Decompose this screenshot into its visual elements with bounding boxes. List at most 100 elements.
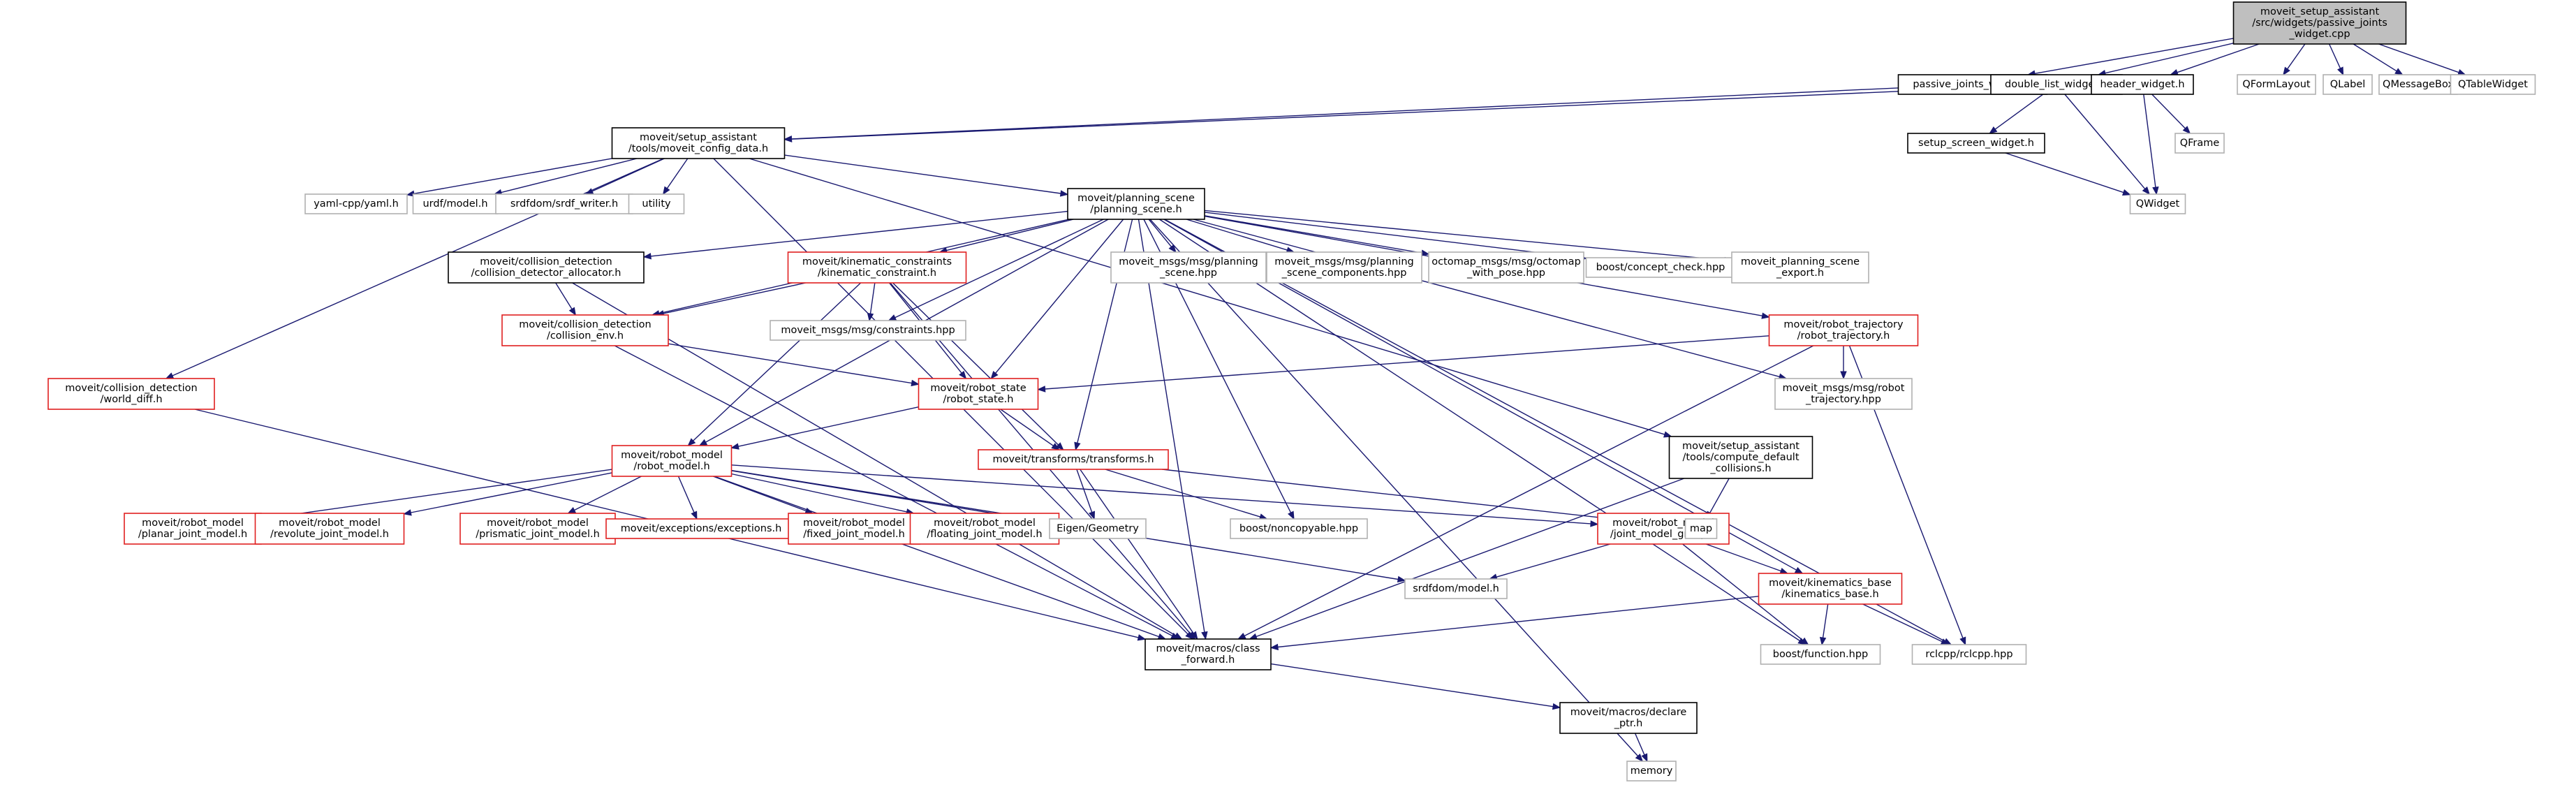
- node-kb[interactable]: moveit/kinematics_base/kinematics_base.h: [1758, 573, 1903, 605]
- node-rm[interactable]: moveit/robot_model/robot_model.h: [611, 445, 733, 477]
- arrowhead: [1590, 520, 1599, 527]
- arrowhead: [691, 511, 698, 520]
- arrowhead: [567, 507, 577, 514]
- node-label: /planning_scene.h: [1090, 204, 1182, 215]
- node-label: _collisions.h: [1709, 463, 1771, 474]
- node-memory[interactable]: memory: [1626, 761, 1677, 782]
- arrowhead: [1168, 244, 1177, 254]
- node-bcc[interactable]: boost/concept_check.hpp: [1585, 257, 1736, 278]
- edge-line: [2143, 94, 2156, 188]
- edge-ps-to-mpsh: [1148, 219, 1177, 254]
- node-label: /robot_trajectory.h: [1797, 330, 1890, 342]
- node-wd[interactable]: moveit/collision_detection/world_diff.h: [47, 378, 215, 410]
- node-ps[interactable]: moveit/planning_scene/planning_scene.h: [1067, 188, 1205, 220]
- node-bnc[interactable]: boost/noncopyable.hpp: [1230, 518, 1368, 539]
- arrowhead: [1800, 637, 1809, 645]
- edge-kc-to-tf: [892, 282, 1064, 450]
- node-box: [1626, 761, 1677, 782]
- arrowhead: [403, 509, 412, 516]
- node-label: moveit_planning_scene: [1741, 256, 1860, 267]
- node-qtablewidget[interactable]: QTableWidget: [2450, 74, 2536, 95]
- node-ce[interactable]: moveit/collision_detection/collision_env…: [501, 314, 669, 346]
- node-srdfm[interactable]: srdfdom/model.h: [1404, 578, 1508, 599]
- node-label: header_widget.h: [2100, 79, 2184, 90]
- node-label: moveit/transforms/transforms.h: [992, 454, 1154, 465]
- edge-rt-to-cf: [1237, 345, 1814, 640]
- node-label: /tools/compute_default: [1682, 452, 1799, 463]
- node-fljm[interactable]: moveit/robot_model/floating_joint_model.…: [909, 513, 1060, 545]
- node-qframe[interactable]: QFrame: [2174, 133, 2225, 154]
- edge-ps-to-rs: [990, 219, 1124, 380]
- node-qmessagebox[interactable]: QMessageBox: [2378, 74, 2458, 95]
- edge-rm-to-exc: [677, 476, 698, 520]
- node-label: QFrame: [2180, 138, 2220, 149]
- node-label: moveit/robot_model: [934, 518, 1036, 529]
- arrowhead: [698, 439, 708, 446]
- node-mpsc[interactable]: moveit_msgs/msg/planning_scene_component…: [1266, 251, 1422, 284]
- edge-line: [663, 282, 806, 314]
- node-prjm[interactable]: moveit/robot_model/prismatic_joint_model…: [459, 513, 616, 545]
- node-box: [787, 251, 967, 284]
- node-mpsh[interactable]: moveit_msgs/msg/planning_scene.hpp: [1110, 251, 1267, 284]
- node-cf[interactable]: moveit/macros/class_forward.h: [1145, 638, 1272, 670]
- node-rjm[interactable]: moveit/robot_model/revolute_joint_model.…: [254, 513, 405, 545]
- node-pjm[interactable]: moveit/robot_model/planar_joint_model.h: [124, 513, 262, 545]
- node-bf[interactable]: boost/function.hpp: [1760, 644, 1881, 665]
- arrowhead: [1190, 631, 1198, 640]
- node-tf[interactable]: moveit/transforms/transforms.h: [978, 449, 1169, 470]
- node-rs[interactable]: moveit/robot_state/robot_state.h: [918, 378, 1039, 410]
- node-label: moveit/kinematics_base: [1769, 578, 1892, 589]
- node-qwidget[interactable]: QWidget: [2129, 193, 2186, 214]
- node-box: [605, 518, 797, 539]
- node-box: [1760, 644, 1881, 665]
- edge-jmg-to-bf: [1682, 543, 1809, 645]
- node-kc[interactable]: moveit/kinematic_constraints/kinematic_c…: [787, 251, 967, 284]
- edge-kc-to-ce: [655, 282, 806, 317]
- node-utility[interactable]: utility: [628, 193, 685, 214]
- node-mrt[interactable]: moveit_msgs/msg/robot_trajectory.hpp: [1774, 378, 1913, 410]
- arrowhead: [1055, 442, 1064, 450]
- node-map[interactable]: map: [1684, 518, 1718, 539]
- edge-line: [1105, 469, 1261, 518]
- node-hw[interactable]: header_widget.h: [2091, 74, 2194, 95]
- node-label: moveit/robot_model: [487, 518, 589, 529]
- edge-line: [2151, 94, 2186, 129]
- node-label: QLabel: [2330, 79, 2366, 90]
- arrowhead: [1051, 443, 1060, 450]
- node-cdc[interactable]: moveit/setup_assistant/tools/compute_def…: [1668, 436, 1813, 479]
- node-qlabel[interactable]: QLabel: [2323, 74, 2373, 95]
- edge-line: [946, 219, 1074, 251]
- node-rt[interactable]: moveit/robot_trajectory/robot_trajectory…: [1768, 314, 1919, 346]
- arrowhead: [1059, 190, 1069, 197]
- node-label: boost/noncopyable.hpp: [1239, 523, 1358, 534]
- node-label: _scene.hpp: [1159, 267, 1217, 279]
- edge-line: [712, 476, 807, 512]
- node-rclcpp[interactable]: rclcpp/rclcpp.hpp: [1911, 644, 2027, 665]
- arrowhead: [990, 370, 999, 380]
- node-urdf[interactable]: urdf/model.h: [412, 193, 499, 214]
- node-label: moveit/robot_model: [621, 450, 723, 461]
- node-mcd[interactable]: moveit/setup_assistant/tools/moveit_conf…: [611, 127, 786, 159]
- node-cons[interactable]: moveit_msgs/msg/constraints.hpp: [770, 320, 966, 341]
- edge-line: [1164, 219, 1945, 642]
- node-label: moveit/robot_state: [930, 383, 1026, 394]
- node-box: [2237, 74, 2316, 95]
- node-label: utility: [642, 198, 671, 210]
- node-oct[interactable]: octomap_msgs/msg/octomap_with_pose.hpp: [1428, 251, 1584, 284]
- node-srdfw[interactable]: srdfdom/srdf_writer.h: [495, 193, 633, 214]
- node-ssw[interactable]: setup_screen_widget.h: [1907, 133, 2045, 154]
- node-label: setup_screen_widget.h: [1918, 138, 2034, 149]
- arrowhead: [1819, 636, 1827, 646]
- node-mpse[interactable]: moveit_planning_scene_export.h: [1731, 251, 1869, 284]
- node-cda[interactable]: moveit/collision_detection/collision_det…: [448, 251, 645, 284]
- node-qformlayout[interactable]: QFormLayout: [2237, 74, 2316, 95]
- arrowhead: [2337, 66, 2344, 76]
- node-fjm[interactable]: moveit/robot_model/fixed_joint_model.h: [788, 513, 920, 545]
- edge-line: [1159, 219, 1800, 642]
- node-root[interactable]: moveit_setup_assistant/src/widgets/passi…: [2232, 1, 2407, 45]
- node-exc[interactable]: moveit/exceptions/exceptions.h: [605, 518, 797, 539]
- node-eigen[interactable]: Eigen/Geometry: [1049, 518, 1147, 539]
- node-box: [412, 193, 499, 214]
- node-dp[interactable]: moveit/macros/declare_ptr.h: [1559, 702, 1698, 734]
- node-yaml[interactable]: yaml-cpp/yaml.h: [304, 193, 408, 214]
